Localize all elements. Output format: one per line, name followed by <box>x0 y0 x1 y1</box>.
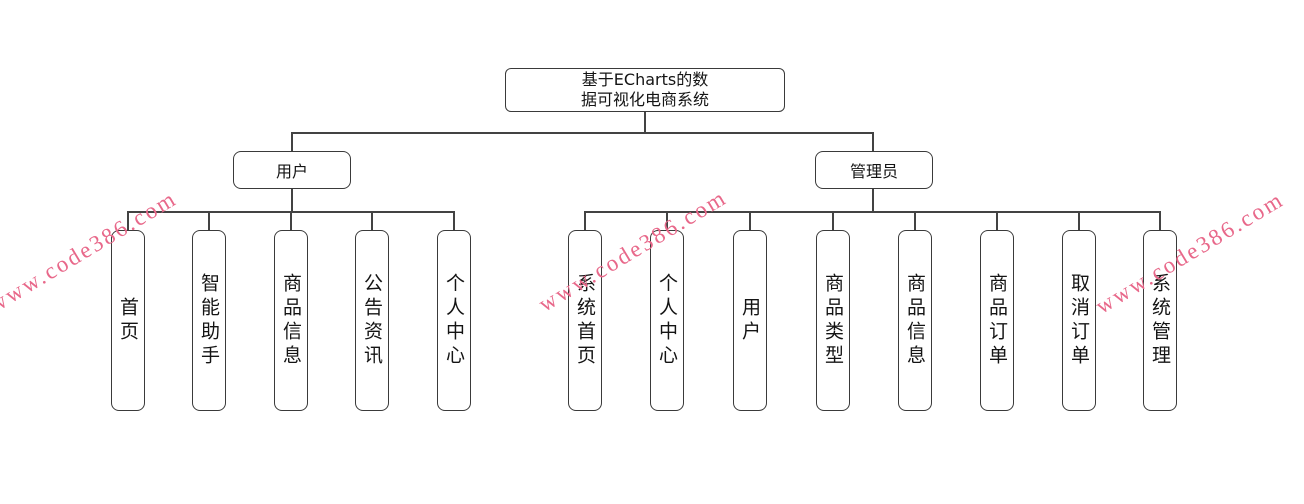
connector-stub-right-5 <box>914 211 916 232</box>
node-product-info-admin: 商品信息 <box>898 230 932 411</box>
branch-node-user-label: 用户 <box>275 162 308 181</box>
node-product-type: 商品类型 <box>816 230 850 411</box>
connector-level1-horizontal <box>291 132 874 134</box>
connector-root-drop <box>644 112 646 133</box>
node-announcements: 公告资讯 <box>355 230 389 411</box>
connector-stub-right-1 <box>584 211 586 232</box>
connector-stub-left-3 <box>290 211 292 232</box>
node-cancel-orders: 取消订单 <box>1062 230 1096 411</box>
watermark-right: www.code386.com <box>1091 186 1289 319</box>
watermark-left: www.code386.com <box>0 185 182 318</box>
connector-admin-drop <box>872 188 874 213</box>
branch-node-user: 用户 <box>233 151 351 189</box>
connector-admin-riser <box>872 132 874 151</box>
connector-user-drop <box>291 188 293 213</box>
connector-right-horizontal <box>584 211 1161 213</box>
node-personal-center: 个人中心 <box>437 230 471 411</box>
connector-stub-right-7 <box>1078 211 1080 232</box>
node-product-info: 商品信息 <box>274 230 308 411</box>
connector-stub-left-4 <box>371 211 373 232</box>
watermark-center: www.code386.com <box>534 184 732 317</box>
connector-user-riser <box>291 132 293 151</box>
node-users: 用户 <box>733 230 767 411</box>
connector-stub-right-3 <box>749 211 751 232</box>
node-smart-assistant: 智能助手 <box>192 230 226 411</box>
root-node: 基于ECharts的数 据可视化电商系统 <box>505 68 785 112</box>
node-system-home: 系统首页 <box>568 230 602 411</box>
node-product-orders: 商品订单 <box>980 230 1014 411</box>
connector-stub-right-6 <box>996 211 998 232</box>
connector-stub-left-1 <box>127 211 129 232</box>
connector-stub-right-8 <box>1159 211 1161 232</box>
connector-stub-right-2 <box>666 211 668 232</box>
connector-stub-right-4 <box>832 211 834 232</box>
node-system-management: 系统管理 <box>1143 230 1177 411</box>
root-title-line1: 基于ECharts的数 <box>581 70 709 89</box>
connector-stub-left-5 <box>453 211 455 232</box>
node-home: 首页 <box>111 230 145 411</box>
connector-stub-left-2 <box>208 211 210 232</box>
branch-node-admin: 管理员 <box>815 151 933 189</box>
root-title-line2: 据可视化电商系统 <box>580 90 709 109</box>
branch-node-admin-label: 管理员 <box>849 162 898 181</box>
node-personal-center-admin: 个人中心 <box>650 230 684 411</box>
